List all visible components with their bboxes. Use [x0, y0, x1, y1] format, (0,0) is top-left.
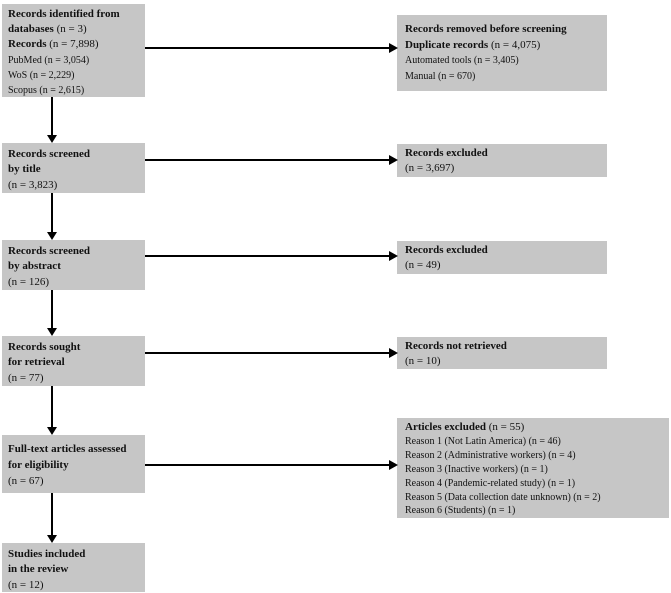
arrow-sought-to-not-retrieved — [145, 348, 398, 358]
screened-abstract-line2: by abstract — [8, 260, 61, 273]
arrow-identified-to-removed — [145, 43, 398, 53]
exclusion-reason-4: Reason 4 (Pandemic-related study) (n = 1… — [405, 477, 576, 489]
box-fulltext-assessed: Full-text articles assessed for eligibil… — [2, 435, 145, 493]
text-line: Records excluded — [405, 243, 599, 258]
text-line: Duplicate records (n = 4,075) — [405, 37, 599, 53]
databases-count: (n = 3) — [53, 23, 87, 36]
text-line: Records identified from — [8, 7, 139, 22]
text-line: Records sought — [8, 340, 139, 355]
screened-title-count: (n = 3,823) — [8, 178, 58, 191]
box-articles-excluded: Articles excluded (n = 55) Reason 1 (Not… — [397, 418, 669, 518]
not-retrieved-count: (n = 10) — [405, 354, 441, 367]
fulltext-line2: for eligibility — [8, 459, 69, 471]
arrow-title-to-excluded — [145, 155, 398, 165]
wos-count: WoS (n = 2,229) — [8, 69, 75, 81]
automated-tools-count: Automated tools (n = 3,405) — [405, 55, 519, 66]
screened-title-line2: by title — [8, 163, 41, 176]
screened-abstract-line1: Records screened — [8, 245, 90, 257]
excluded-abstract-label: Records excluded — [405, 244, 488, 256]
databases-label: databases — [8, 23, 54, 36]
included-line2: in the review — [8, 563, 69, 576]
sought-line2: for retrieval — [8, 356, 65, 369]
text-line: by abstract — [8, 259, 139, 274]
exclusion-reason-5: Reason 5 (Data collection date unknown) … — [405, 491, 601, 503]
arrow-fulltext-to-included — [47, 493, 57, 543]
text-line: Records not retrieved — [405, 339, 599, 354]
text-line: Records screened — [8, 244, 139, 259]
sought-count: (n = 77) — [8, 371, 44, 384]
records-identified-title: Records identified from — [8, 8, 120, 20]
box-records-removed: Records removed before screening Duplica… — [397, 15, 607, 91]
fulltext-line1: Full-text articles assessed — [8, 443, 127, 455]
text-line: Studies included — [8, 547, 139, 562]
arrow-screened-title-to-abstract — [47, 193, 57, 240]
included-line1: Studies included — [8, 548, 86, 560]
manual-count: Manual (n = 670) — [405, 71, 476, 82]
text-line: in the review — [8, 562, 139, 577]
text-line: Records screened — [8, 147, 139, 162]
included-count: (n = 12) — [8, 578, 44, 591]
exclusion-reason-1: Reason 1 (Not Latin America) (n = 46) — [405, 435, 561, 447]
exclusion-reason-6: Reason 6 (Students) (n = 1) — [405, 505, 516, 517]
arrow-sought-to-fulltext — [47, 386, 57, 435]
text-line: for eligibility — [8, 457, 139, 473]
duplicate-records-count: (n = 4,075) — [488, 39, 541, 51]
box-records-screened-title: Records screened by title (n = 3,823) — [2, 143, 145, 193]
exclusion-reason-3: Reason 3 (Inactive workers) (n = 1) — [405, 463, 548, 475]
articles-excluded-label: Articles excluded — [405, 421, 486, 433]
fulltext-count: (n = 67) — [8, 475, 44, 487]
exclusion-reason-2: Reason 2 (Administrative workers) (n = 4… — [405, 449, 576, 461]
text-line: Articles excluded (n = 55) — [405, 421, 661, 435]
arrow-fulltext-to-articles-excluded — [145, 460, 398, 470]
text-line: Full-text articles assessed — [8, 441, 139, 457]
box-records-identified: Records identified from databases (n = 3… — [2, 4, 145, 97]
not-retrieved-label: Records not retrieved — [405, 340, 507, 352]
text-line: for retrieval — [8, 355, 139, 370]
arrow-abstract-to-sought — [47, 290, 57, 336]
screened-abstract-count: (n = 126) — [8, 275, 50, 288]
box-records-excluded-abstract: Records excluded (n = 49) — [397, 241, 607, 274]
text-line: by title — [8, 162, 139, 177]
box-records-sought-retrieval: Records sought for retrieval (n = 77) — [2, 336, 145, 386]
box-studies-included: Studies included in the review (n = 12) — [2, 543, 145, 592]
text-line: databases (n = 3) — [8, 22, 139, 37]
box-records-not-retrieved: Records not retrieved (n = 10) — [397, 337, 607, 369]
excluded-title-label: Records excluded — [405, 147, 488, 159]
text-line: Records excluded — [405, 146, 599, 161]
text-line: Records (n = 7,898) — [8, 37, 139, 52]
removed-title: Records removed before screening — [405, 23, 567, 35]
sought-line1: Records sought — [8, 341, 81, 353]
box-records-excluded-title: Records excluded (n = 3,697) — [397, 144, 607, 177]
excluded-abstract-count: (n = 49) — [405, 258, 441, 271]
box-records-screened-abstract: Records screened by abstract (n = 126) — [2, 240, 145, 290]
records-count: (n = 7,898) — [46, 38, 99, 51]
scopus-count: Scopus (n = 2,615) — [8, 85, 85, 97]
screened-title-line1: Records screened — [8, 148, 90, 160]
duplicate-records-label: Duplicate records — [405, 39, 489, 51]
arrow-abstract-to-excluded — [145, 251, 398, 261]
records-label: Records — [8, 38, 47, 51]
pubmed-count: PubMed (n = 3,054) — [8, 54, 90, 66]
articles-excluded-count: (n = 55) — [485, 421, 525, 433]
arrow-identified-to-screened-title — [47, 97, 57, 143]
excluded-title-count: (n = 3,697) — [405, 161, 455, 174]
text-line: Records removed before screening — [405, 21, 599, 37]
